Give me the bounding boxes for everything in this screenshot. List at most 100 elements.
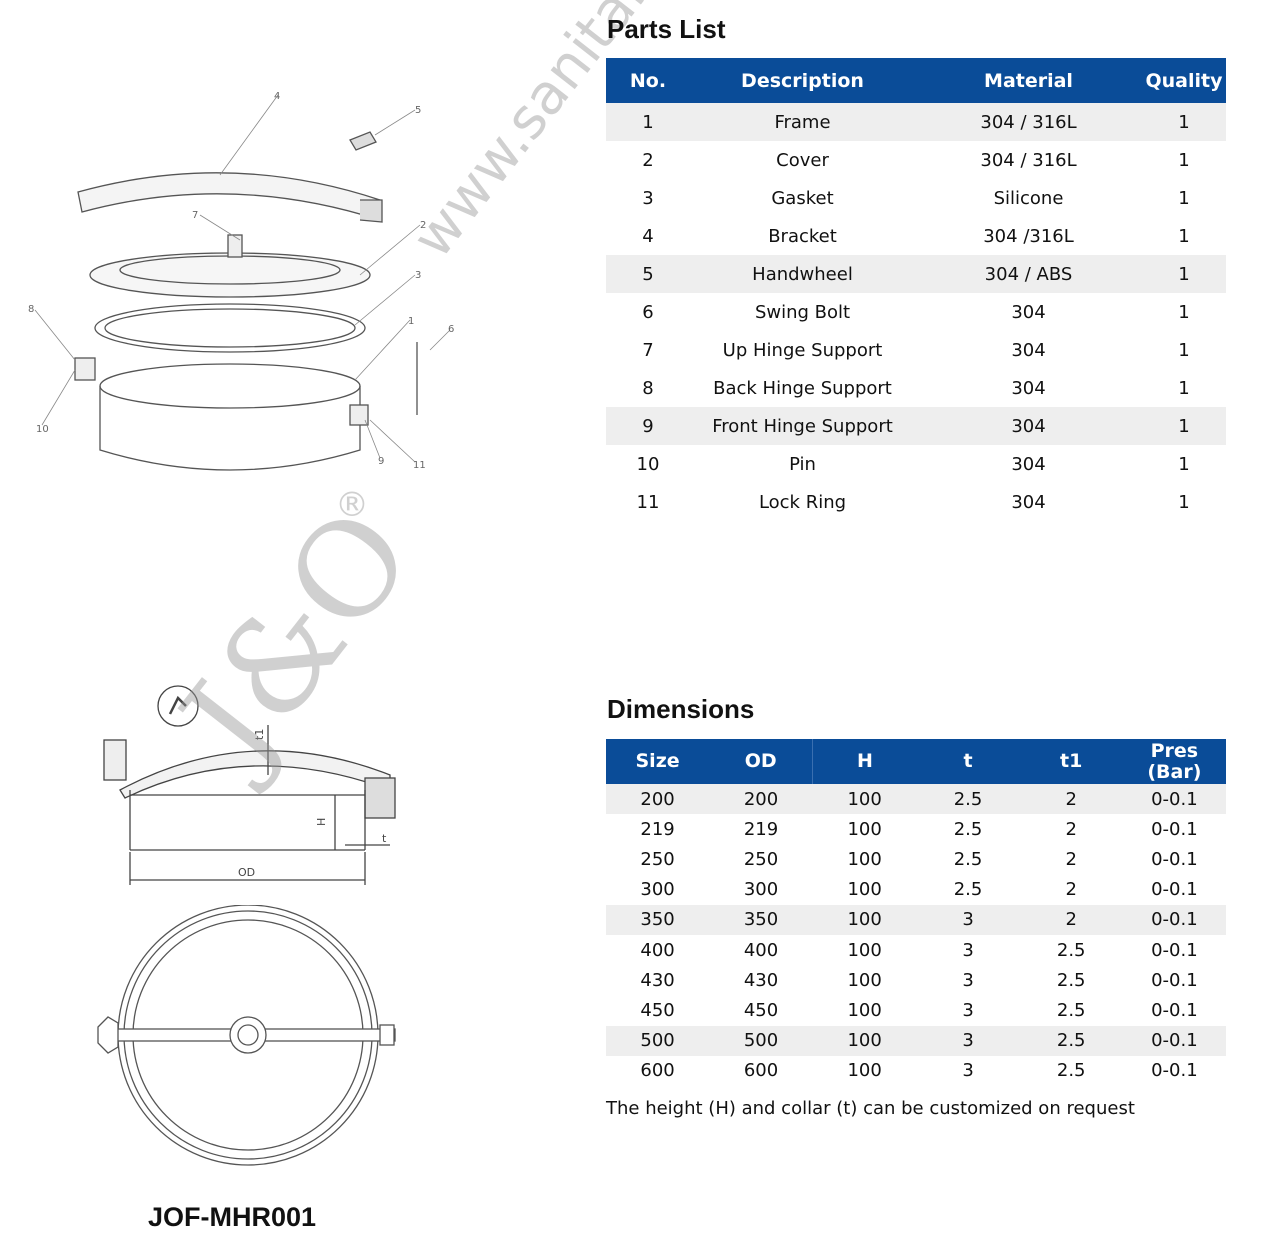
table-cell: 250 bbox=[640, 848, 675, 870]
table-cell: 2 bbox=[1065, 818, 1077, 840]
table-cell: 400 bbox=[640, 939, 675, 961]
table-cell: Gasket bbox=[771, 187, 834, 209]
callout-2: 2 bbox=[420, 220, 426, 231]
table-cell: 400 bbox=[743, 939, 779, 961]
table-cell: 1 bbox=[1178, 491, 1190, 513]
table-cell: 1 bbox=[1178, 377, 1190, 399]
table-cell: 1 bbox=[1178, 187, 1190, 209]
table-cell: 219 bbox=[743, 818, 779, 840]
table-cell: 200 bbox=[709, 784, 813, 815]
table-cell: 500 bbox=[709, 1025, 813, 1056]
table-cell: 1 bbox=[606, 103, 690, 141]
table-cell: 304 / ABS bbox=[915, 255, 1142, 293]
table-cell: 430 bbox=[743, 969, 779, 991]
table-cell: 100 bbox=[847, 879, 882, 901]
table-cell: 300 bbox=[743, 879, 779, 901]
exploded-view-drawing: 4 5 2 3 1 6 7 8 9 10 11 bbox=[28, 91, 454, 471]
section-view-drawing: OD H t t1 bbox=[103, 685, 396, 885]
table-cell: Frame bbox=[690, 103, 915, 141]
table-cell: 2 bbox=[642, 149, 654, 171]
table-cell: 3 bbox=[962, 969, 974, 991]
table-cell: 0-0.1 bbox=[1122, 1025, 1226, 1056]
table-cell: 2.5 bbox=[1056, 969, 1086, 991]
table-cell: 3 bbox=[962, 999, 974, 1021]
table-cell: Handwheel bbox=[690, 255, 915, 293]
table-cell: 304 bbox=[1011, 491, 1046, 513]
t-label: t bbox=[382, 832, 387, 845]
table-cell: 600 bbox=[640, 1060, 675, 1082]
header-quality: Quality bbox=[1142, 58, 1226, 103]
table-cell: 304 /316L bbox=[983, 225, 1074, 247]
header-pres-bar: Pres(Bar) bbox=[1122, 739, 1226, 784]
table-cell: 100 bbox=[812, 1025, 917, 1056]
callout-7: 7 bbox=[192, 210, 198, 221]
h-label: H bbox=[315, 818, 328, 826]
table-cell: 350 bbox=[709, 904, 813, 935]
table-cell: 100 bbox=[847, 818, 882, 840]
callout-3: 3 bbox=[415, 270, 421, 281]
table-cell: 0-0.1 bbox=[1151, 999, 1198, 1021]
table-cell: 250 bbox=[743, 848, 779, 870]
table-cell: 100 bbox=[847, 999, 882, 1021]
table-cell: 0-0.1 bbox=[1122, 904, 1226, 935]
table-cell: 4 bbox=[642, 225, 654, 247]
table-cell: 0-0.1 bbox=[1151, 818, 1198, 840]
header-material: Material bbox=[915, 58, 1142, 103]
table-cell: 2.5 bbox=[1019, 1025, 1123, 1056]
header-no: No. bbox=[606, 58, 690, 103]
table-cell: 300 bbox=[640, 879, 675, 901]
table-cell: 450 bbox=[743, 999, 779, 1021]
table-cell: 5 bbox=[606, 255, 690, 293]
table-cell: 2 bbox=[1065, 879, 1077, 901]
table-cell: 1 bbox=[1178, 453, 1190, 475]
header-size: Size bbox=[606, 739, 710, 784]
table-cell: 2 bbox=[1065, 848, 1077, 870]
table-cell: 2.5 bbox=[1056, 1060, 1086, 1082]
table-cell: 0-0.1 bbox=[1151, 879, 1198, 901]
table-cell: 1 bbox=[1178, 301, 1190, 323]
header-t: t bbox=[916, 739, 1020, 784]
table-cell: 9 bbox=[606, 407, 690, 445]
callout-6: 6 bbox=[448, 324, 454, 335]
table-cell: 450 bbox=[640, 999, 675, 1021]
table-cell: 1 bbox=[1142, 255, 1226, 293]
callout-8: 8 bbox=[28, 304, 34, 315]
callout-10: 10 bbox=[36, 424, 49, 435]
header-description: Description bbox=[690, 58, 915, 103]
table-cell: 304 bbox=[1011, 301, 1046, 323]
table-cell: Swing Bolt bbox=[754, 301, 851, 323]
table-cell: Front Hinge Support bbox=[690, 407, 915, 445]
table-cell: 600 bbox=[743, 1060, 779, 1082]
table-cell: Cover bbox=[776, 149, 829, 171]
table-cell: 100 bbox=[847, 848, 882, 870]
table-cell: 2.5 bbox=[916, 784, 1020, 815]
table-cell: 430 bbox=[640, 969, 675, 991]
table-cell: Back Hinge Support bbox=[713, 377, 892, 399]
table-cell: 1 bbox=[1142, 407, 1226, 445]
table-cell: Up Hinge Support bbox=[722, 339, 883, 361]
table-cell: 8 bbox=[642, 377, 654, 399]
header-od: OD bbox=[709, 739, 814, 784]
table-cell: 3 bbox=[962, 1060, 974, 1082]
table-cell: 1 bbox=[1178, 149, 1190, 171]
table-cell: 1 bbox=[1178, 339, 1190, 361]
callout-1: 1 bbox=[408, 316, 414, 327]
table-cell: 100 bbox=[812, 904, 917, 935]
